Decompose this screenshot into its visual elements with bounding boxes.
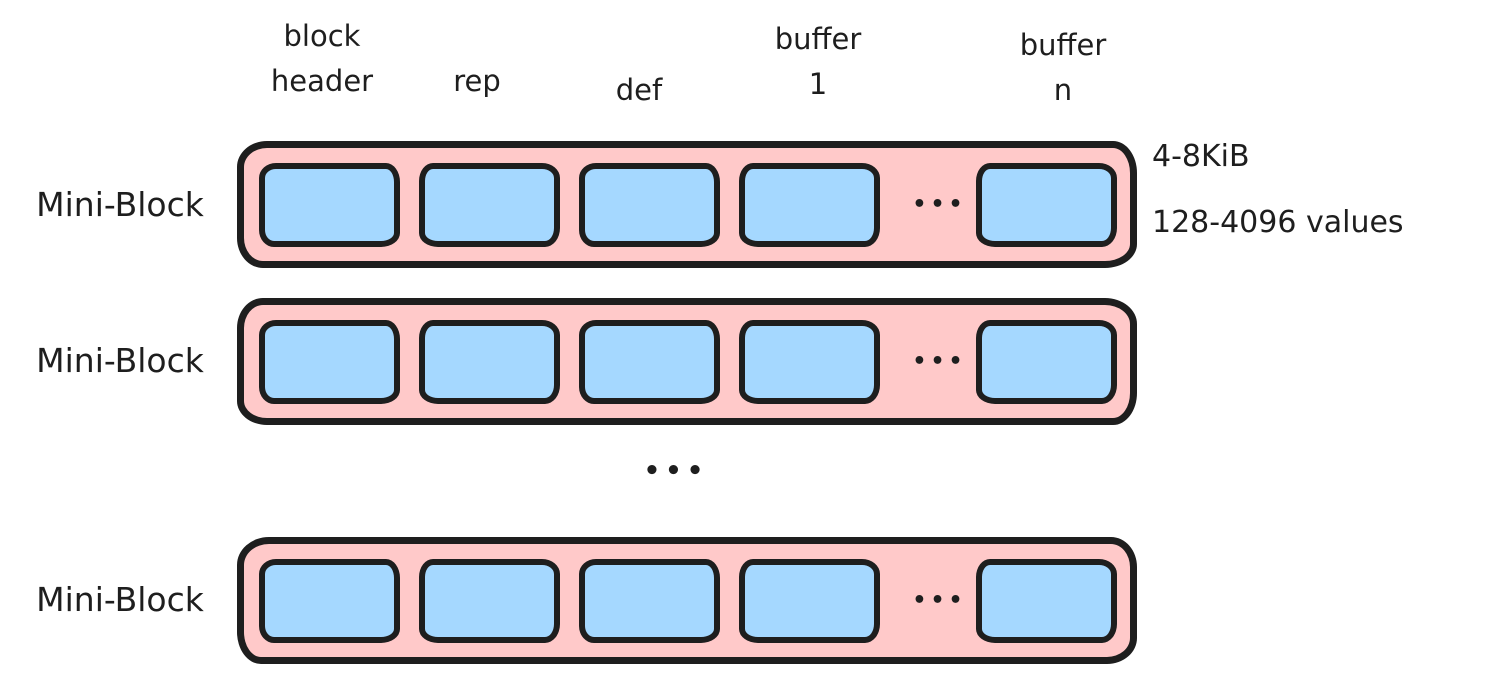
column-label-line: 1 xyxy=(808,67,828,101)
cell-def xyxy=(579,319,720,404)
column-label-line: rep xyxy=(453,64,501,98)
column-label-def: def xyxy=(616,68,662,113)
annotation-value-range: 128-4096 values xyxy=(1152,205,1404,240)
cell-buffer-n xyxy=(976,319,1117,404)
column-label-line: def xyxy=(615,73,663,107)
cell-def xyxy=(579,558,720,643)
column-label-rep: rep xyxy=(453,59,501,104)
column-label-line: buffer xyxy=(1019,28,1107,62)
cell-rep xyxy=(419,319,560,404)
mini-block-row-1: ••• xyxy=(237,141,1137,268)
cell-buffer-1 xyxy=(739,162,880,247)
mini-block-row-3: ••• xyxy=(237,537,1137,664)
cell-buffer-n xyxy=(976,162,1117,247)
cell-rep xyxy=(419,162,560,247)
column-label-line: buffer xyxy=(774,22,862,56)
ellipsis-icon: ••• xyxy=(912,191,967,217)
cell-def xyxy=(579,162,720,247)
column-label-line: n xyxy=(1053,73,1073,107)
cell-buffer-1 xyxy=(739,558,880,643)
cell-block-header xyxy=(259,162,400,247)
column-label-line: block xyxy=(283,19,361,53)
row-label-mini-block-2: Mini-Block xyxy=(36,341,204,380)
cell-buffer-1 xyxy=(739,319,880,404)
column-label-buffer-n: buffer n xyxy=(1020,23,1107,113)
annotation-size-range: 4-8KiB xyxy=(1152,139,1250,174)
column-label-block-header: block header xyxy=(271,14,373,104)
row-label-mini-block-3: Mini-Block xyxy=(36,580,204,619)
mini-block-row-2: ••• xyxy=(237,298,1137,425)
cell-rep xyxy=(419,558,560,643)
ellipsis-icon: ••• xyxy=(912,348,967,374)
ellipsis-icon: ••• xyxy=(643,456,709,486)
cell-buffer-n xyxy=(976,558,1117,643)
cell-block-header xyxy=(259,558,400,643)
column-label-line: header xyxy=(270,64,374,98)
cell-block-header xyxy=(259,319,400,404)
row-label-mini-block-1: Mini-Block xyxy=(36,185,204,224)
column-label-buffer-1: buffer 1 xyxy=(775,17,862,107)
ellipsis-icon: ••• xyxy=(912,587,967,613)
